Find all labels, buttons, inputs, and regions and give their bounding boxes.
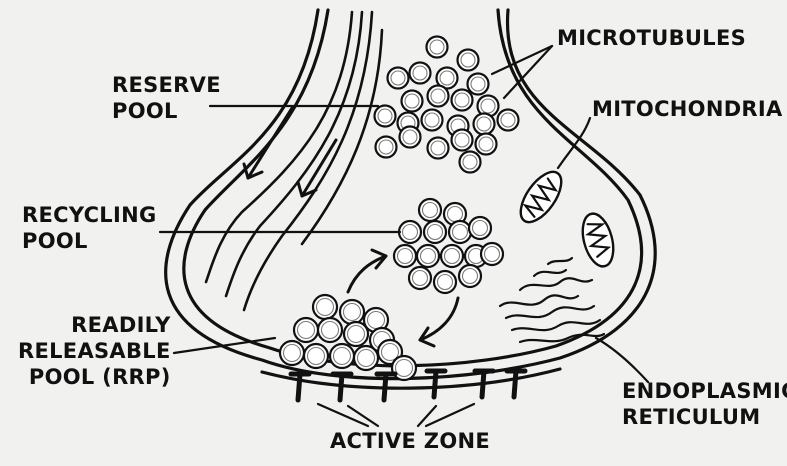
label-reserve-pool-line1: RESERVE (112, 72, 221, 98)
vesicle (318, 318, 342, 342)
vesicle (452, 90, 473, 111)
vesicle (434, 271, 456, 293)
vesicle (498, 110, 519, 131)
endoplasmic-reticulum-shape (500, 258, 604, 342)
label-rrp-line3: POOL (RRP) (18, 364, 171, 390)
vesicle (417, 245, 439, 267)
vesicle (441, 245, 463, 267)
vesicle (459, 265, 481, 287)
recycling-pool-vesicles (394, 199, 503, 293)
label-rrp-line1: READILY (18, 312, 171, 338)
vesicle (422, 110, 443, 131)
vesicle (330, 344, 354, 368)
vesicle (388, 68, 409, 89)
vesicle (376, 137, 397, 158)
vesicle (452, 130, 473, 151)
label-reserve-pool: RESERVE POOL (112, 72, 221, 124)
vesicle (280, 341, 304, 365)
label-rrp: READILY RELEASABLE POOL (RRP) (18, 312, 171, 390)
vesicle (354, 346, 378, 370)
vesicle (400, 127, 421, 148)
leader-microtubules-1 (492, 46, 552, 74)
vesicle (460, 152, 481, 173)
vesicle (449, 221, 471, 243)
vesicle (476, 134, 497, 155)
label-mitochondria: MITOCHONDRIA (592, 96, 783, 122)
vesicle (458, 50, 479, 71)
vesicle (468, 74, 489, 95)
vesicle (409, 267, 431, 289)
vesicle (469, 217, 491, 239)
label-endoplasmic-reticulum: ENDOPLASMIC RETICULUM (622, 378, 787, 430)
vesicle (399, 221, 421, 243)
vesicle (344, 322, 368, 346)
vesicle (474, 114, 495, 135)
leader-active-zone-4 (426, 404, 474, 426)
label-rrp-line2: RELEASABLE (18, 338, 171, 364)
vesicle (402, 91, 423, 112)
vesicle (428, 86, 449, 107)
vesicle (481, 243, 503, 265)
label-recycling-pool: RECYCLING POOL (22, 202, 157, 254)
vesicle (424, 221, 446, 243)
vesicle (419, 199, 441, 221)
leader-er (596, 338, 648, 382)
active-zone-marker (427, 371, 445, 397)
microtubule-bundle (206, 12, 382, 310)
vesicle (304, 344, 328, 368)
mitochondrion (513, 165, 569, 229)
vesicle (294, 318, 318, 342)
label-active-zone: ACTIVE ZONE (330, 428, 490, 454)
label-er-line1: ENDOPLASMIC (622, 378, 787, 404)
vesicle (375, 106, 396, 127)
active-zone-marker (507, 371, 525, 397)
label-recycling-pool-line1: RECYCLING (22, 202, 157, 228)
label-reserve-pool-line2: POOL (112, 98, 221, 124)
reserve-pool-vesicles (375, 37, 519, 173)
mitochondrion (577, 210, 618, 269)
vesicle (410, 63, 431, 84)
rrp-vesicles (280, 295, 416, 380)
vesicle (394, 245, 416, 267)
label-microtubules: MICROTUBULES (557, 25, 746, 51)
label-er-line2: RETICULUM (622, 404, 787, 430)
vesicle (313, 295, 337, 319)
vesicle (427, 37, 448, 58)
terminal-membrane-inner (184, 10, 642, 366)
vesicle (428, 138, 449, 159)
vesicle (340, 300, 364, 324)
label-recycling-pool-line2: POOL (22, 228, 157, 254)
